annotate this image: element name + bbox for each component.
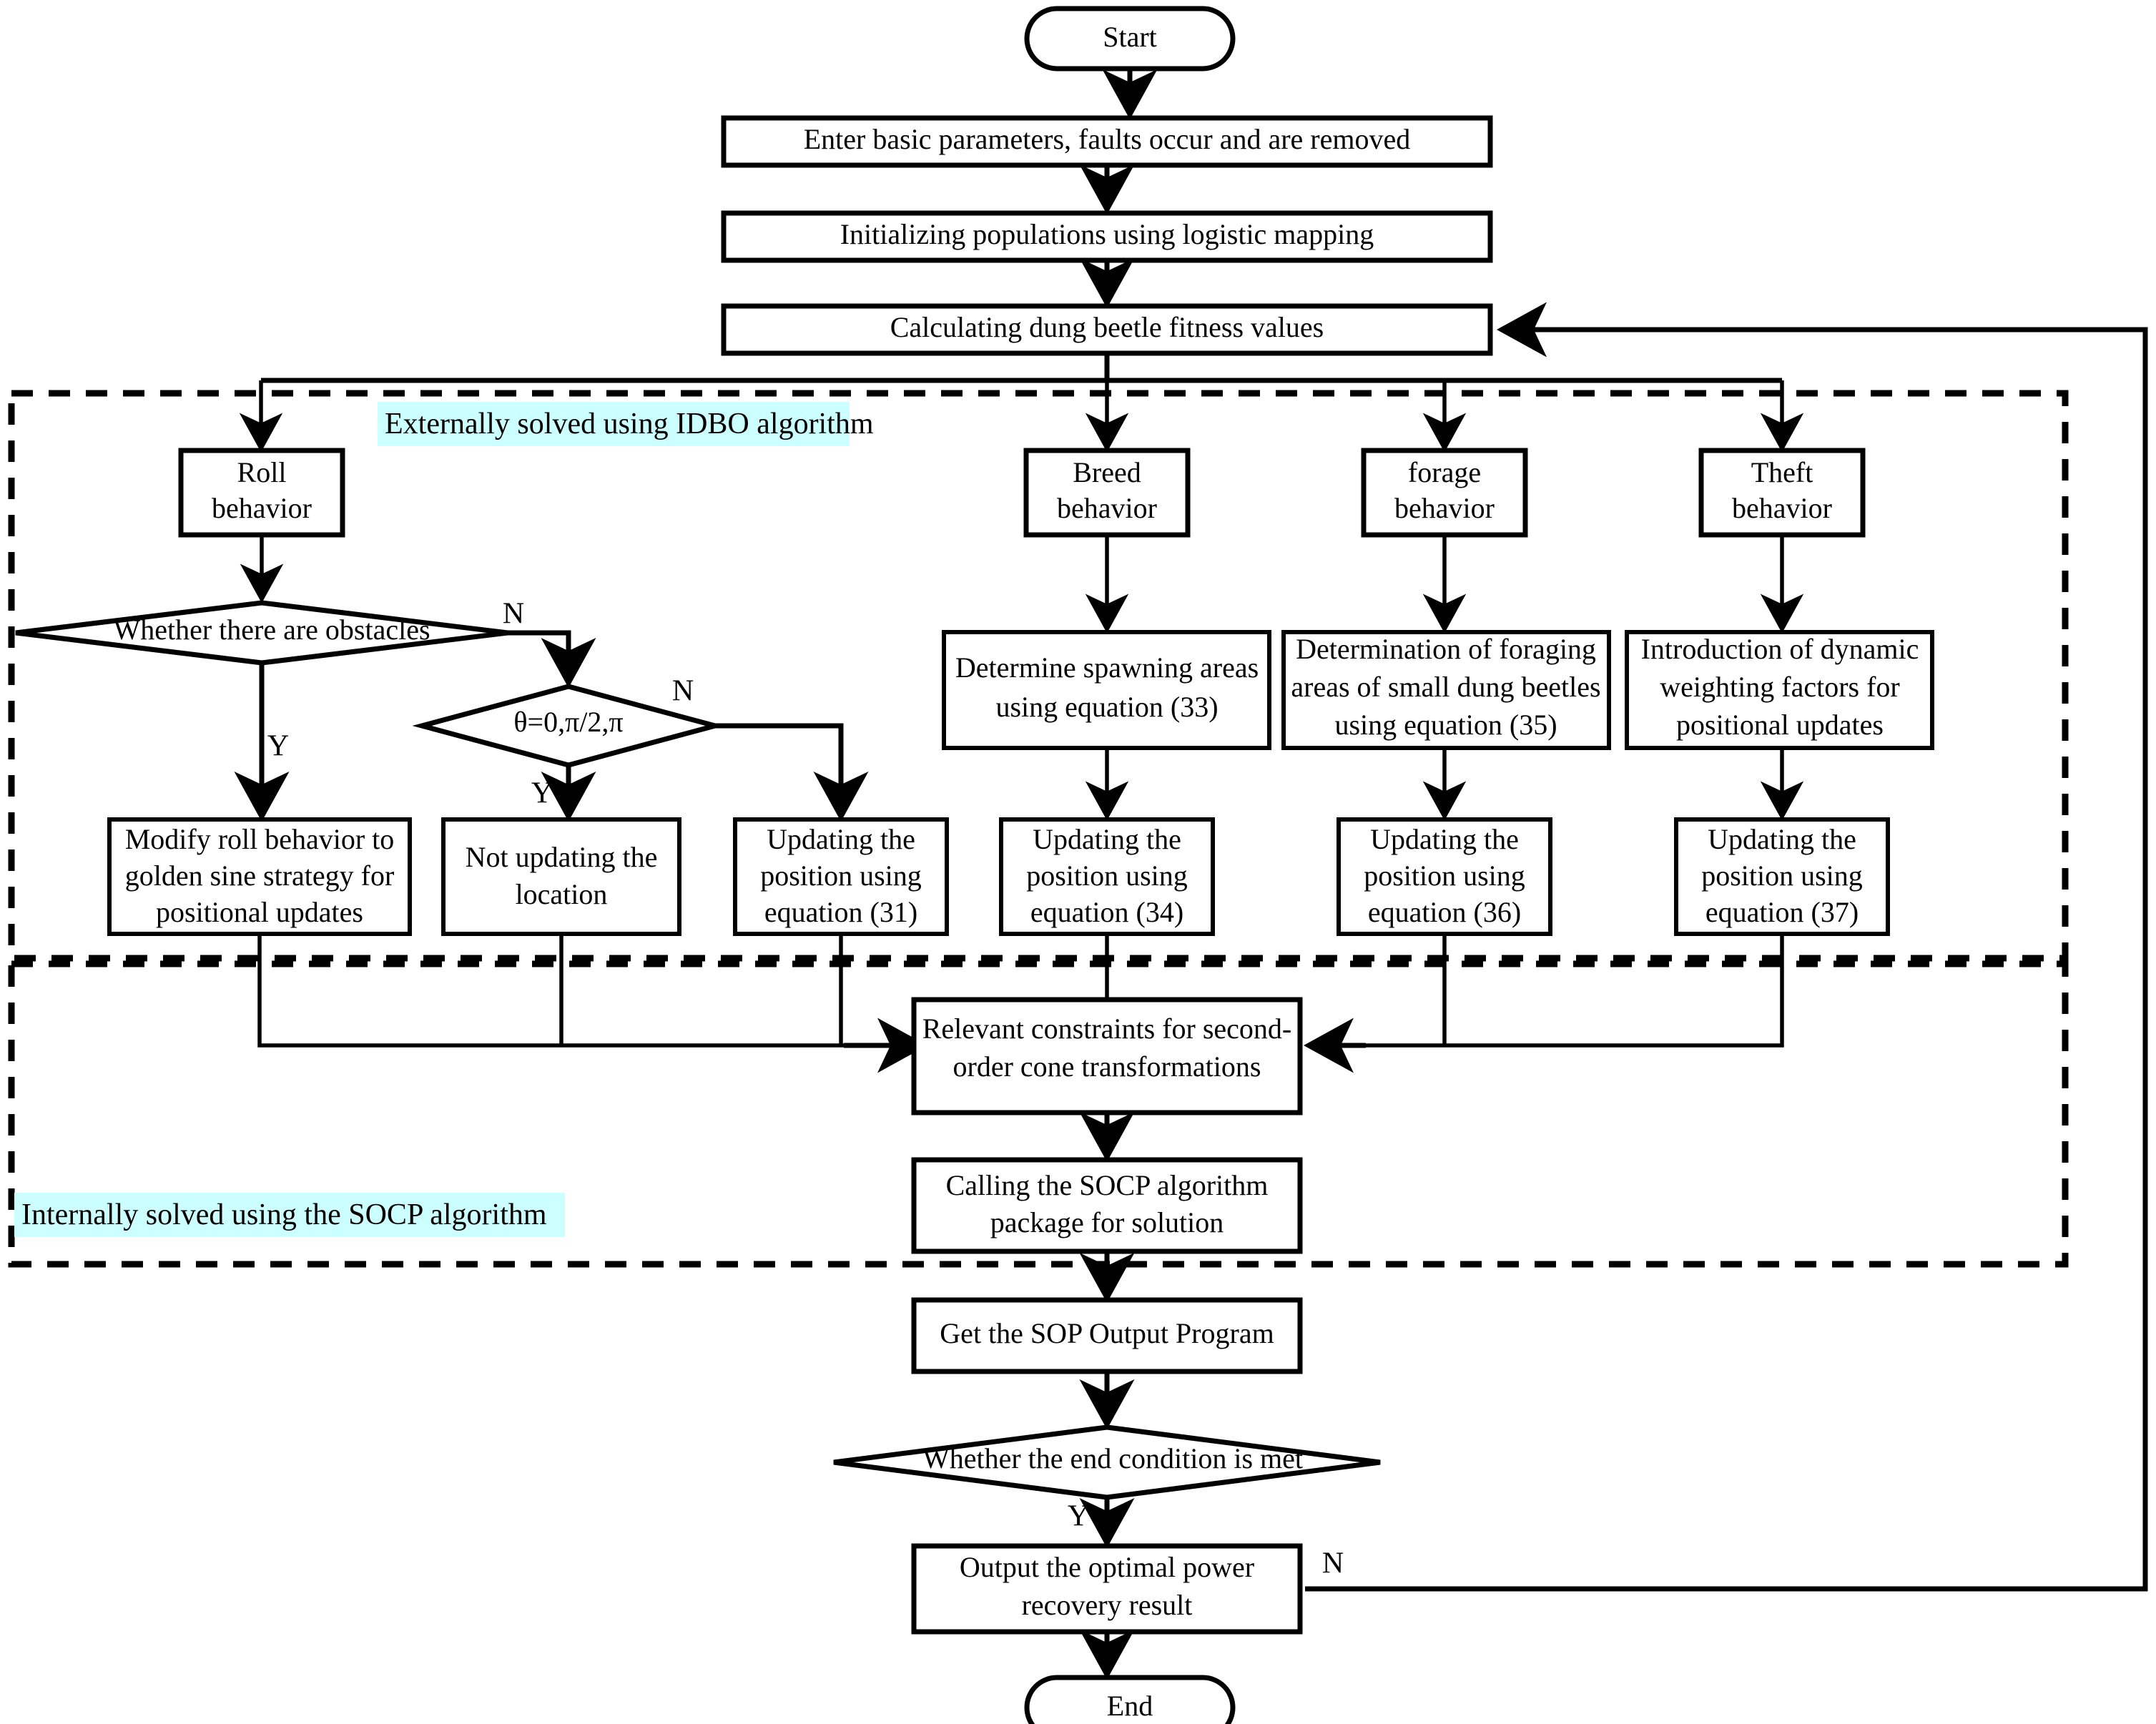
node-update-eq36 <box>1337 817 1552 936</box>
node-roll-behavior-line2: behavior <box>212 492 312 524</box>
node-modify-roll-line2: golden sine strategy for <box>125 859 395 892</box>
node-update-eq34 <box>999 817 1215 936</box>
node-socp-call-line1: Calling the SOCP algorithm <box>946 1169 1269 1201</box>
node-update-eq34-line2: position using <box>1026 859 1188 892</box>
node-theft-behavior-line2: behavior <box>1732 492 1832 524</box>
node-end <box>1024 1675 1236 1724</box>
node-sop-output <box>911 1297 1303 1374</box>
node-update-eq36-line3: equation (36) <box>1368 896 1521 928</box>
edge-obstacles-no <box>508 630 596 688</box>
node-update-eq31-line1: Updating the <box>767 823 915 855</box>
edge-label-obstacles-no: N <box>503 598 524 631</box>
node-enter-params-label: Enter basic parameters, faults occur and… <box>804 123 1410 155</box>
node-update-eq36-line2: position using <box>1364 859 1525 892</box>
edge-label-end-no: N <box>1322 1547 1344 1580</box>
node-constraints <box>911 997 1303 1115</box>
node-not-updating <box>441 817 681 936</box>
node-update-eq31-line2: position using <box>760 859 922 892</box>
node-spawning-areas-line2: using equation (33) <box>995 691 1218 723</box>
node-breed-behavior <box>1023 448 1191 538</box>
node-dynamic-weighting-line1: Introduction of dynamic <box>1641 633 1919 665</box>
node-foraging-areas-line2: areas of small dung beetles <box>1291 671 1600 703</box>
node-socp-call-line2: package for solution <box>990 1206 1224 1238</box>
node-init-pop <box>721 210 1493 263</box>
region-label-idbo-text: Externally solved using IDBO algorithm <box>385 408 874 440</box>
node-breed-behavior-line2: behavior <box>1057 492 1157 524</box>
node-roll-behavior <box>178 448 345 538</box>
node-start-label: Start <box>1103 21 1157 53</box>
edge-label-obstacles-yes: Y <box>267 730 289 763</box>
node-not-updating-line1: Not updating the <box>466 841 658 873</box>
node-dynamic-weighting-line3: positional updates <box>1676 709 1884 741</box>
node-constraints-line2: order cone transformations <box>953 1050 1261 1083</box>
node-enter-params <box>721 115 1493 168</box>
node-foraging-areas-line1: Determination of foraging <box>1296 633 1596 665</box>
node-obstacles-decision-label: Whether there are obstacles <box>113 614 430 646</box>
node-optimal-output-line2: recovery result <box>1022 1589 1193 1621</box>
node-dynamic-weighting <box>1625 630 1934 750</box>
node-foraging-areas <box>1281 630 1611 750</box>
node-update-eq34-line1: Updating the <box>1033 823 1181 855</box>
node-socp-call <box>911 1157 1303 1254</box>
node-sop-output-label: Get the SOP Output Program <box>940 1317 1274 1349</box>
node-end-condition-label: Whether the end condition is met <box>922 1442 1303 1474</box>
node-update-eq31 <box>733 817 949 936</box>
node-forage-behavior <box>1361 448 1528 538</box>
node-theta-decision-label: θ=0,π/2,π <box>513 706 623 738</box>
region-idbo-box <box>8 390 2069 962</box>
node-modify-roll-line1: Modify roll behavior to <box>125 823 395 855</box>
node-update-eq37-line1: Updating the <box>1708 823 1856 855</box>
region-label-socp: Internally solved using the SOCP algorit… <box>14 1193 565 1237</box>
region-label-socp-text: Internally solved using the SOCP algorit… <box>21 1198 547 1231</box>
node-spawning-areas <box>942 630 1271 750</box>
edge-modify-roll-to-constraints <box>257 934 912 1048</box>
node-not-updating-line2: location <box>516 878 608 910</box>
node-update-eq37-line2: position using <box>1701 859 1863 892</box>
node-spawning-areas-line1: Determine spawning areas <box>955 651 1259 684</box>
node-update-eq34-line3: equation (34) <box>1030 896 1183 928</box>
node-end-label: End <box>1107 1690 1153 1722</box>
node-optimal-output-line1: Output the optimal power <box>960 1551 1254 1583</box>
node-forage-behavior-line1: forage <box>1408 456 1481 488</box>
node-update-eq37 <box>1674 817 1890 936</box>
node-theft-behavior-line1: Theft <box>1751 456 1813 488</box>
node-constraints-line1: Relevant constraints for second- <box>922 1013 1292 1045</box>
node-forage-behavior-line2: behavior <box>1394 492 1495 524</box>
region-label-idbo: Externally solved using IDBO algorithm <box>378 402 874 446</box>
node-roll-behavior-line1: Roll <box>237 456 287 488</box>
region-socp-box <box>8 960 2069 1268</box>
edge-label-theta-no: N <box>672 675 694 708</box>
node-breed-behavior-line1: Breed <box>1073 456 1141 488</box>
node-update-eq31-line3: equation (31) <box>764 896 917 928</box>
node-calc-fitness-label: Calculating dung beetle fitness values <box>890 311 1324 343</box>
node-update-eq37-line3: equation (37) <box>1705 896 1859 928</box>
node-modify-roll <box>107 817 412 936</box>
edge-theta-no <box>715 723 869 822</box>
edge-feedback-loop <box>1305 302 2148 1592</box>
node-modify-roll-line3: positional updates <box>156 896 363 928</box>
node-foraging-areas-line3: using equation (35) <box>1334 709 1557 741</box>
edge-eq37-to-constraints <box>1359 934 1784 1048</box>
node-dynamic-weighting-line2: weighting factors for <box>1660 671 1899 703</box>
node-init-pop-label: Initializing populations using logistic … <box>840 218 1374 250</box>
edge-label-theta-yes: Y <box>531 777 553 810</box>
node-update-eq36-line1: Updating the <box>1370 823 1519 855</box>
edge-label-end-yes: Y <box>1068 1500 1089 1533</box>
